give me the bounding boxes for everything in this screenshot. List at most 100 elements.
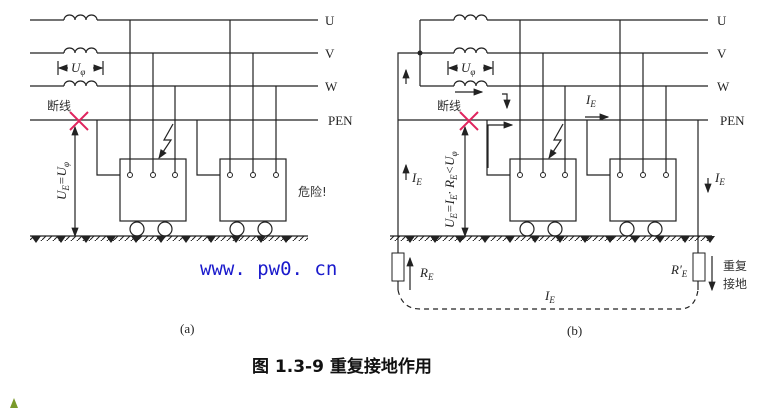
coil-icon <box>63 14 98 21</box>
danger-label: 危险! <box>298 184 327 199</box>
label-pen-b: PEN <box>720 113 745 128</box>
ground-mark <box>655 236 665 243</box>
ground-mark <box>131 236 141 243</box>
panel-a-voltage: UE=Uφ <box>54 162 71 200</box>
label-u: U <box>325 13 335 28</box>
earth-current-path <box>397 289 699 310</box>
ground-mark <box>206 236 216 243</box>
ground-mark <box>605 236 615 243</box>
corner-leaf-icon <box>10 398 18 408</box>
ground-mark <box>405 236 415 243</box>
ground-mark <box>555 236 565 243</box>
resistor-right-label: R′E <box>670 262 688 279</box>
wheel-icon <box>619 221 635 237</box>
ground-mark <box>231 236 241 243</box>
current-bottom: IE <box>544 288 555 305</box>
coil-icon <box>63 47 98 54</box>
ground-mark <box>256 236 266 243</box>
resistor-re-prime <box>692 252 706 282</box>
terminal <box>540 172 546 178</box>
ground-mark <box>480 236 490 243</box>
current-right: IE <box>714 170 725 187</box>
coil-icon <box>453 14 488 21</box>
repeat-ground-label-2: 接地 <box>723 276 747 291</box>
current-left: IE <box>411 170 422 187</box>
coil-icon <box>453 47 488 54</box>
ground-mark <box>56 236 66 243</box>
label-v-b: V <box>717 46 727 61</box>
ground-mark <box>31 236 41 243</box>
repeat-ground-label-1: 重复 <box>723 259 747 273</box>
terminal <box>640 172 646 178</box>
terminal <box>562 172 568 178</box>
watermark: www. pw0. cn <box>200 258 337 280</box>
resistor-left-label: RE <box>419 265 434 282</box>
ground-mark <box>455 236 465 243</box>
resistor-re <box>391 252 405 282</box>
phase-voltage-label: Uφ <box>71 60 85 77</box>
ground-mark <box>630 236 640 243</box>
break-x-icon <box>69 111 89 131</box>
label-w-b: W <box>717 79 730 94</box>
terminal <box>273 172 279 178</box>
pen-tap <box>486 120 510 176</box>
fault-lightning-icon <box>158 123 174 159</box>
break-x-icon <box>459 111 479 131</box>
label-pen: PEN <box>328 113 353 128</box>
ground-mark <box>680 236 690 243</box>
ground-mark <box>281 236 291 243</box>
current-arrow <box>502 93 511 110</box>
terminal <box>172 172 178 178</box>
panel-a <box>30 14 318 243</box>
label-u-b: U <box>717 13 727 28</box>
coil-icon <box>63 80 98 87</box>
wheel-icon <box>257 221 273 237</box>
ground-mark <box>156 236 166 243</box>
terminal <box>517 172 523 178</box>
ground-mark <box>81 236 91 243</box>
wheel-icon <box>129 221 145 237</box>
pen-tap <box>96 120 120 176</box>
broken-wire-label-b: 断线 <box>437 98 461 113</box>
wheel-icon <box>647 221 663 237</box>
pen-tap <box>586 120 610 176</box>
terminal <box>150 172 156 178</box>
ground-mark <box>181 236 191 243</box>
source-ground-conductor <box>397 52 420 290</box>
wheel-icon <box>547 221 563 237</box>
ground-mark <box>530 236 540 243</box>
label-v: V <box>325 46 335 61</box>
panel-b-voltage: UE=IE· RE<Uφ <box>442 151 459 228</box>
ground-hatch <box>390 236 712 241</box>
panel-a-label: (a) <box>180 321 194 336</box>
panel-b-labels: U V W PEN Uφ 断线 UE=IE· RE<Uφ IE IE IE IE… <box>411 13 747 338</box>
wheel-icon <box>229 221 245 237</box>
pen-tap <box>196 120 220 176</box>
panel-b <box>390 14 716 310</box>
current-arrow <box>487 121 514 168</box>
panel-a-labels: U V W PEN Uφ 断线 UE=Uφ 危险! (a) <box>47 13 353 336</box>
terminal <box>617 172 623 178</box>
fault-lightning-icon <box>548 123 564 159</box>
current-top: IE <box>585 92 596 109</box>
panel-b-label: (b) <box>567 323 582 338</box>
ground-mark <box>430 236 440 243</box>
terminal <box>250 172 256 178</box>
panel-b-circuit <box>390 14 716 310</box>
figure-caption: 图 1.3-9 重复接地作用 <box>252 356 432 377</box>
terminal <box>127 172 133 178</box>
terminal <box>227 172 233 178</box>
terminal <box>663 172 669 178</box>
ground-mark <box>705 236 715 243</box>
phase-voltage-label-b: Uφ <box>461 60 475 77</box>
ground-mark <box>505 236 515 243</box>
wheel-icon <box>519 221 535 237</box>
coil-icon <box>453 80 488 87</box>
label-w: W <box>325 79 338 94</box>
ground-mark <box>106 236 116 243</box>
wheel-icon <box>157 221 173 237</box>
broken-wire-label: 断线 <box>47 98 71 113</box>
ground-hatch <box>30 236 308 241</box>
ground-mark <box>580 236 590 243</box>
